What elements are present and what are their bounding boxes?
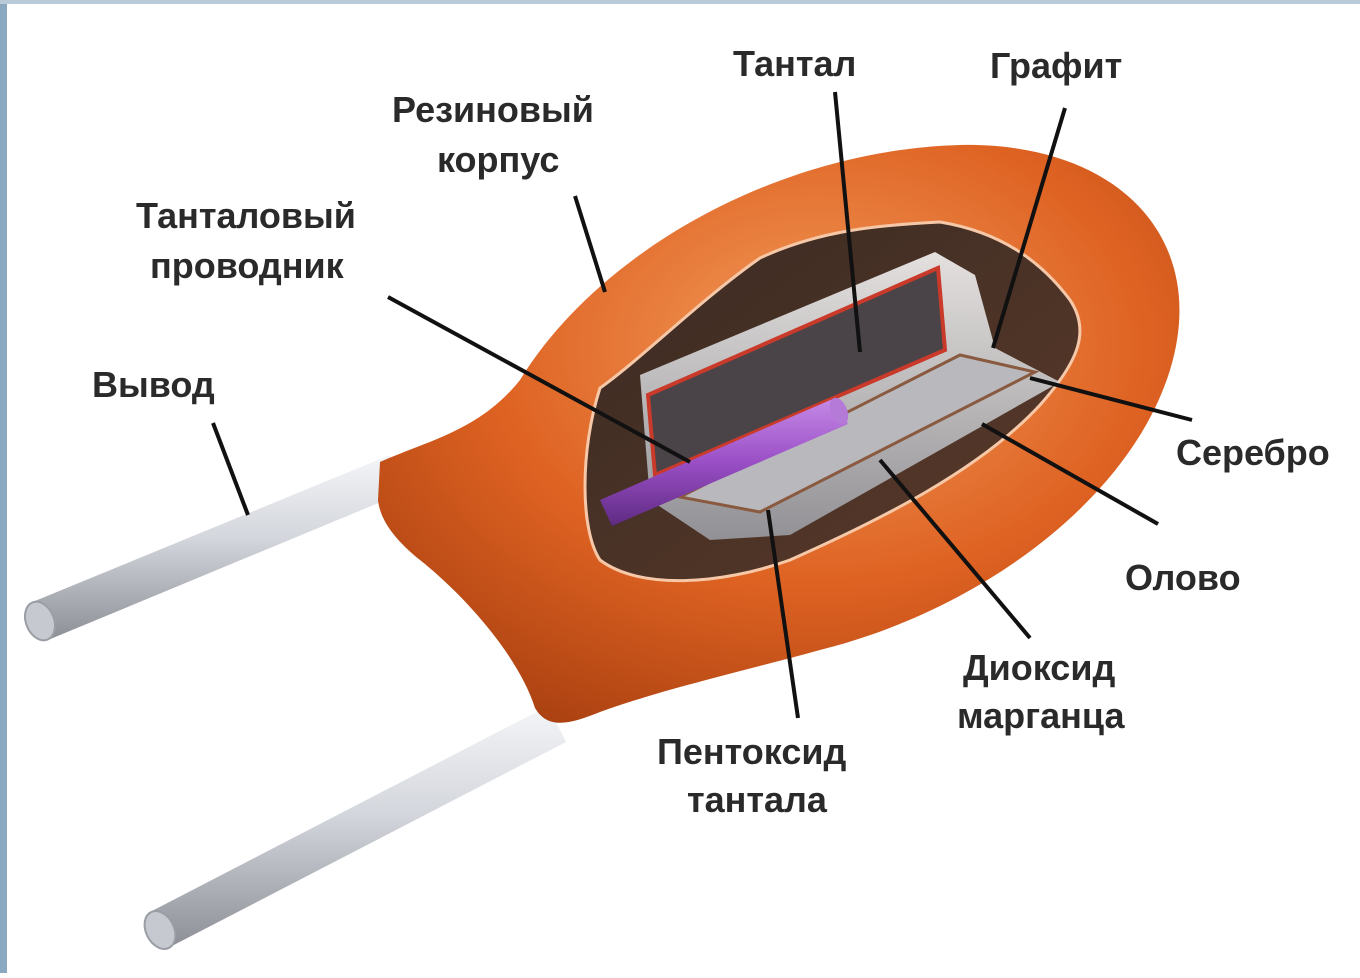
label-pentoksid-line1: Пентоксид <box>657 731 846 772</box>
label-rezin-line2: корпус <box>437 139 559 180</box>
label-pentoksid-line2: тантала <box>687 779 828 820</box>
label-dioksid-line1: Диоксид <box>963 647 1115 688</box>
leader-rezin <box>575 196 605 292</box>
label-grafit: Графит <box>990 45 1122 86</box>
label-vyvod: Вывод <box>92 364 215 405</box>
border-strip <box>0 0 7 973</box>
leader-vyvod <box>213 423 248 515</box>
label-tantal-prov-line2: проводник <box>150 245 345 286</box>
lead-upper <box>20 455 405 645</box>
lead-lower <box>138 706 566 954</box>
top-border-strip <box>0 0 1360 4</box>
label-tantal-prov-line1: Танталовый <box>136 195 356 236</box>
label-olovo: Олово <box>1125 557 1241 598</box>
label-rezin-line1: Резиновый <box>392 89 594 130</box>
label-dioksid-line2: марганца <box>957 695 1125 736</box>
label-tantal: Тантал <box>733 43 856 84</box>
label-serebro: Серебро <box>1176 432 1330 473</box>
